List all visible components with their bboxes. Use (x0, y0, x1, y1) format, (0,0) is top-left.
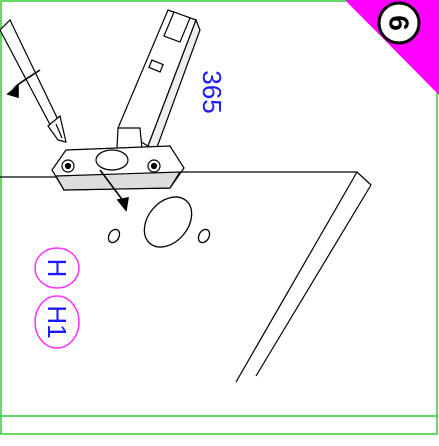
dimension-label: 365 (197, 70, 227, 113)
panel-side-edge (235, 171, 358, 383)
panel-side-edge-inner (255, 184, 372, 377)
cup-hole-icon (107, 196, 211, 248)
step-number-circle (377, 1, 421, 45)
screw-hole-left (107, 228, 121, 244)
step-number: 6 (384, 15, 415, 31)
hinge-icon (51, 9, 201, 191)
rotate-arrow-icon (6, 69, 41, 99)
push-arrow-icon (99, 169, 129, 212)
cabinet-panel (0, 171, 438, 417)
part-label-h-text: H (42, 259, 72, 278)
screwdriver-shaft (0, 18, 63, 135)
panel-top-edge-right (180, 171, 372, 186)
part-label-h1-text: H1 (42, 305, 72, 338)
screwdriver-icon (0, 18, 67, 143)
part-label-h: H (34, 247, 80, 289)
cup-hole (143, 196, 193, 248)
screw-hole-right (197, 228, 211, 244)
step-badge: 6 (345, 0, 439, 95)
part-label-h1: H1 (34, 295, 80, 349)
frame-border (0, 0, 438, 435)
